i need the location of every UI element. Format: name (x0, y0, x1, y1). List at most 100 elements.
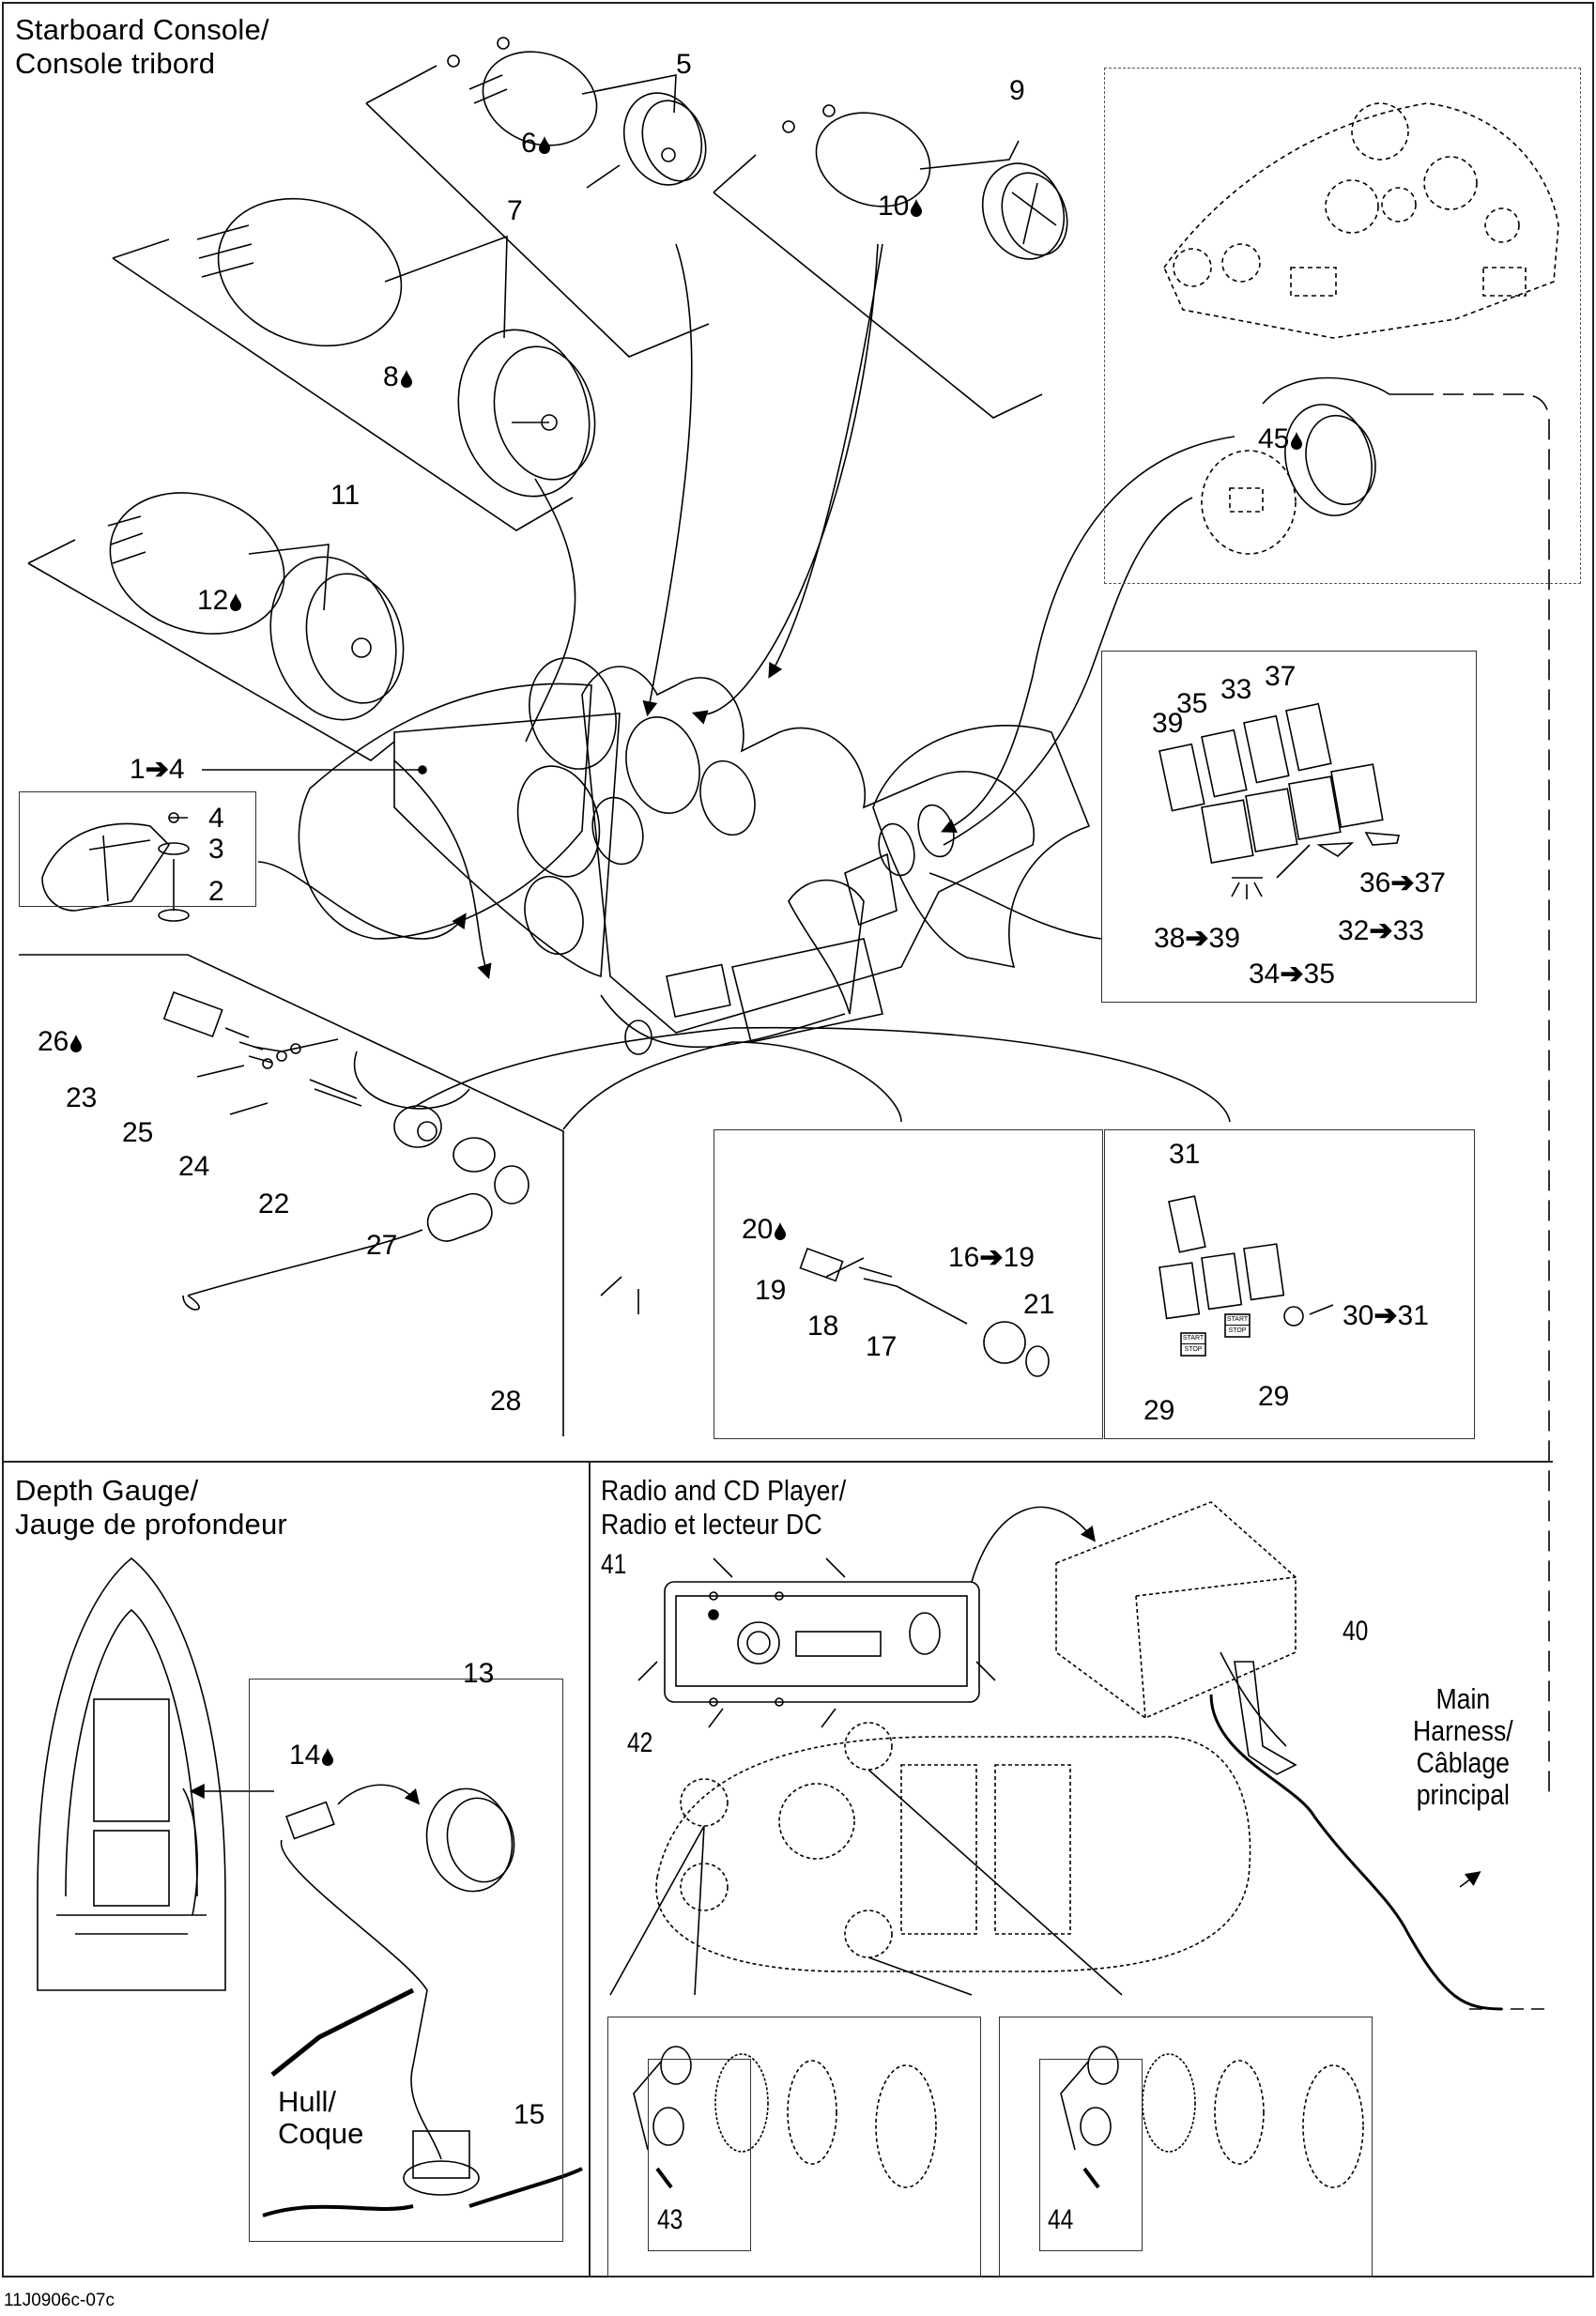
callout-17: 17 (866, 1331, 898, 1362)
range-start: 16 (948, 1242, 980, 1273)
gauge-mount-9-group (713, 104, 1068, 419)
gauge-mount-11-group (27, 492, 405, 761)
radio-faceplate-art (637, 1557, 996, 1728)
oil-drop-icon (230, 593, 242, 611)
callout-24: 24 (178, 1151, 210, 1182)
hull-note: Hull/ Coque (278, 2086, 363, 2150)
callout-29-left: 29 (1143, 1395, 1175, 1426)
range-start: 1 (130, 754, 146, 785)
sensor-inset (714, 1129, 1103, 1439)
section-title-starboard-console: Starboard Console/ Console tribord (15, 13, 269, 81)
range-arrow-icon: ➔ (145, 754, 169, 785)
screw-43-inset (648, 2059, 751, 2251)
callout-12: 12 (197, 587, 242, 615)
callout-43: 43 (657, 2204, 683, 2235)
callout-9: 9 (1009, 75, 1025, 106)
callout-number: 8 (383, 361, 399, 392)
callout-number: 6 (521, 128, 537, 159)
range-end: 39 (1208, 923, 1240, 954)
callout-5: 5 (676, 49, 692, 80)
switch-panel-inset (1101, 651, 1477, 1003)
title-line-fr: Jauge de profondeur (15, 1508, 287, 1541)
console-reference-panel (1104, 68, 1581, 584)
fastener-inset (19, 791, 256, 907)
range-arrow-icon: ➔ (1185, 923, 1209, 954)
note-line-1: Main (1435, 1682, 1491, 1715)
callout-34-to-35: 34➔35 (1249, 960, 1335, 989)
title-line-en: Depth Gauge/ (15, 1474, 199, 1507)
sensor-16-art (799, 1247, 1050, 1377)
callout-8: 8 (383, 363, 413, 391)
range-end: 19 (1003, 1242, 1035, 1273)
section-divider-horizontal (2, 1461, 1553, 1463)
start-stop-inset (1104, 1129, 1475, 1439)
range-start: 34 (1249, 959, 1281, 989)
range-arrow-icon: ➔ (1390, 867, 1415, 898)
callout-22: 22 (258, 1189, 290, 1219)
callout-6: 6 (521, 130, 551, 158)
title-line-en: Radio and CD Player/ (601, 1474, 847, 1507)
callout-26: 26 (38, 1028, 83, 1056)
callout-31: 31 (1169, 1139, 1201, 1170)
callout-2: 2 (208, 876, 224, 907)
callout-36-to-37: 36➔37 (1359, 869, 1446, 897)
range-start: 36 (1359, 867, 1391, 898)
section-divider-vertical (589, 1462, 591, 2277)
callout-37: 37 (1265, 661, 1297, 692)
range-end: 33 (1392, 915, 1424, 946)
callout-19: 19 (755, 1275, 787, 1306)
oil-drop-icon (70, 1035, 83, 1052)
callout-32-to-33: 32➔33 (1338, 917, 1424, 945)
depth-gauge-inset (249, 1679, 563, 2242)
main-harness-note: Main Harness/ Câblage principal (1413, 1683, 1513, 1811)
switch-panel-art (1159, 702, 1401, 899)
callout-number: 26 (38, 1026, 69, 1057)
section-title-radio-cd: Radio and CD Player/ Radio et lecteur DC (601, 1474, 846, 1541)
legend-start: START (1182, 1335, 1205, 1342)
callout-16-to-19: 16➔19 (948, 1244, 1035, 1272)
callout-7: 7 (507, 195, 523, 226)
callout-13: 13 (463, 1658, 495, 1689)
range-end: 31 (1397, 1300, 1429, 1331)
callout-number: 45 (1258, 423, 1290, 454)
callout-27: 27 (366, 1230, 398, 1261)
section-title-depth-gauge: Depth Gauge/ Jauge de profondeur (15, 1474, 287, 1541)
callout-14: 14 (289, 1741, 334, 1770)
gauge-mount-7-group (112, 197, 596, 531)
legend-start: START (1226, 1316, 1249, 1323)
range-arrow-icon: ➔ (979, 1242, 1004, 1273)
range-arrow-icon: ➔ (1369, 915, 1393, 946)
title-line-fr: Radio et lecteur DC (601, 1508, 822, 1541)
console-reference-dashed-art (1163, 102, 1559, 555)
range-start: 32 (1338, 915, 1370, 946)
title-line-en: Starboard Console/ (15, 13, 269, 46)
note-line-fr: Coque (278, 2117, 364, 2150)
oil-drop-icon (911, 199, 923, 217)
range-start: 30 (1343, 1300, 1374, 1331)
callout-21: 21 (1023, 1289, 1055, 1320)
speaker-right-art (1060, 2046, 1364, 2189)
note-line-en: Hull/ (278, 2085, 337, 2118)
speaker-left-inset (607, 2017, 981, 2278)
start-stop-switch-art (1159, 1195, 1304, 1357)
oil-drop-icon (538, 136, 550, 154)
gauge-mount-5-group (365, 37, 710, 358)
range-start: 38 (1154, 923, 1186, 954)
callout-42: 42 (627, 1727, 653, 1758)
callout-35: 35 (1176, 688, 1208, 719)
callout-29-right: 29 (1258, 1381, 1290, 1412)
callout-30-to-31: 30➔31 (1343, 1302, 1429, 1330)
screw-44-inset (1039, 2059, 1143, 2251)
callout-45: 45 (1258, 425, 1303, 453)
note-line-4: principal (1416, 1778, 1510, 1811)
boat-speaker-layout-dashed-art (655, 1722, 1251, 1972)
note-line-3: Câblage (1416, 1746, 1510, 1779)
callout-number: 14 (289, 1740, 321, 1771)
callout-15: 15 (514, 2099, 545, 2130)
callout-40: 40 (1343, 1616, 1369, 1647)
oil-drop-icon (775, 1222, 787, 1240)
callout-41: 41 (601, 1549, 627, 1580)
callout-number: 10 (878, 191, 910, 222)
speaker-left-art (633, 2046, 937, 2189)
